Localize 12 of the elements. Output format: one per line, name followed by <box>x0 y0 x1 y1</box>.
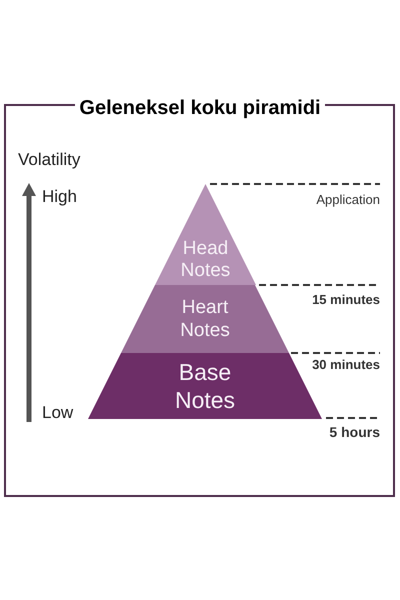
pyramid-tier <box>121 285 289 353</box>
time-label: 30 minutes <box>312 356 380 374</box>
pyramid-tier <box>155 184 256 285</box>
axis-end-label: High <box>42 186 77 208</box>
time-label: Application <box>316 191 380 209</box>
axis-end-label: Low <box>42 402 74 424</box>
tier-label: Heart Notes <box>180 296 230 342</box>
axis-title: Volatility <box>18 149 80 171</box>
tier-label: Base Notes <box>174 358 236 414</box>
time-label: 5 hours <box>329 423 380 442</box>
time-label: 15 minutes <box>312 291 380 309</box>
tier-label: Head Notes <box>180 238 230 282</box>
